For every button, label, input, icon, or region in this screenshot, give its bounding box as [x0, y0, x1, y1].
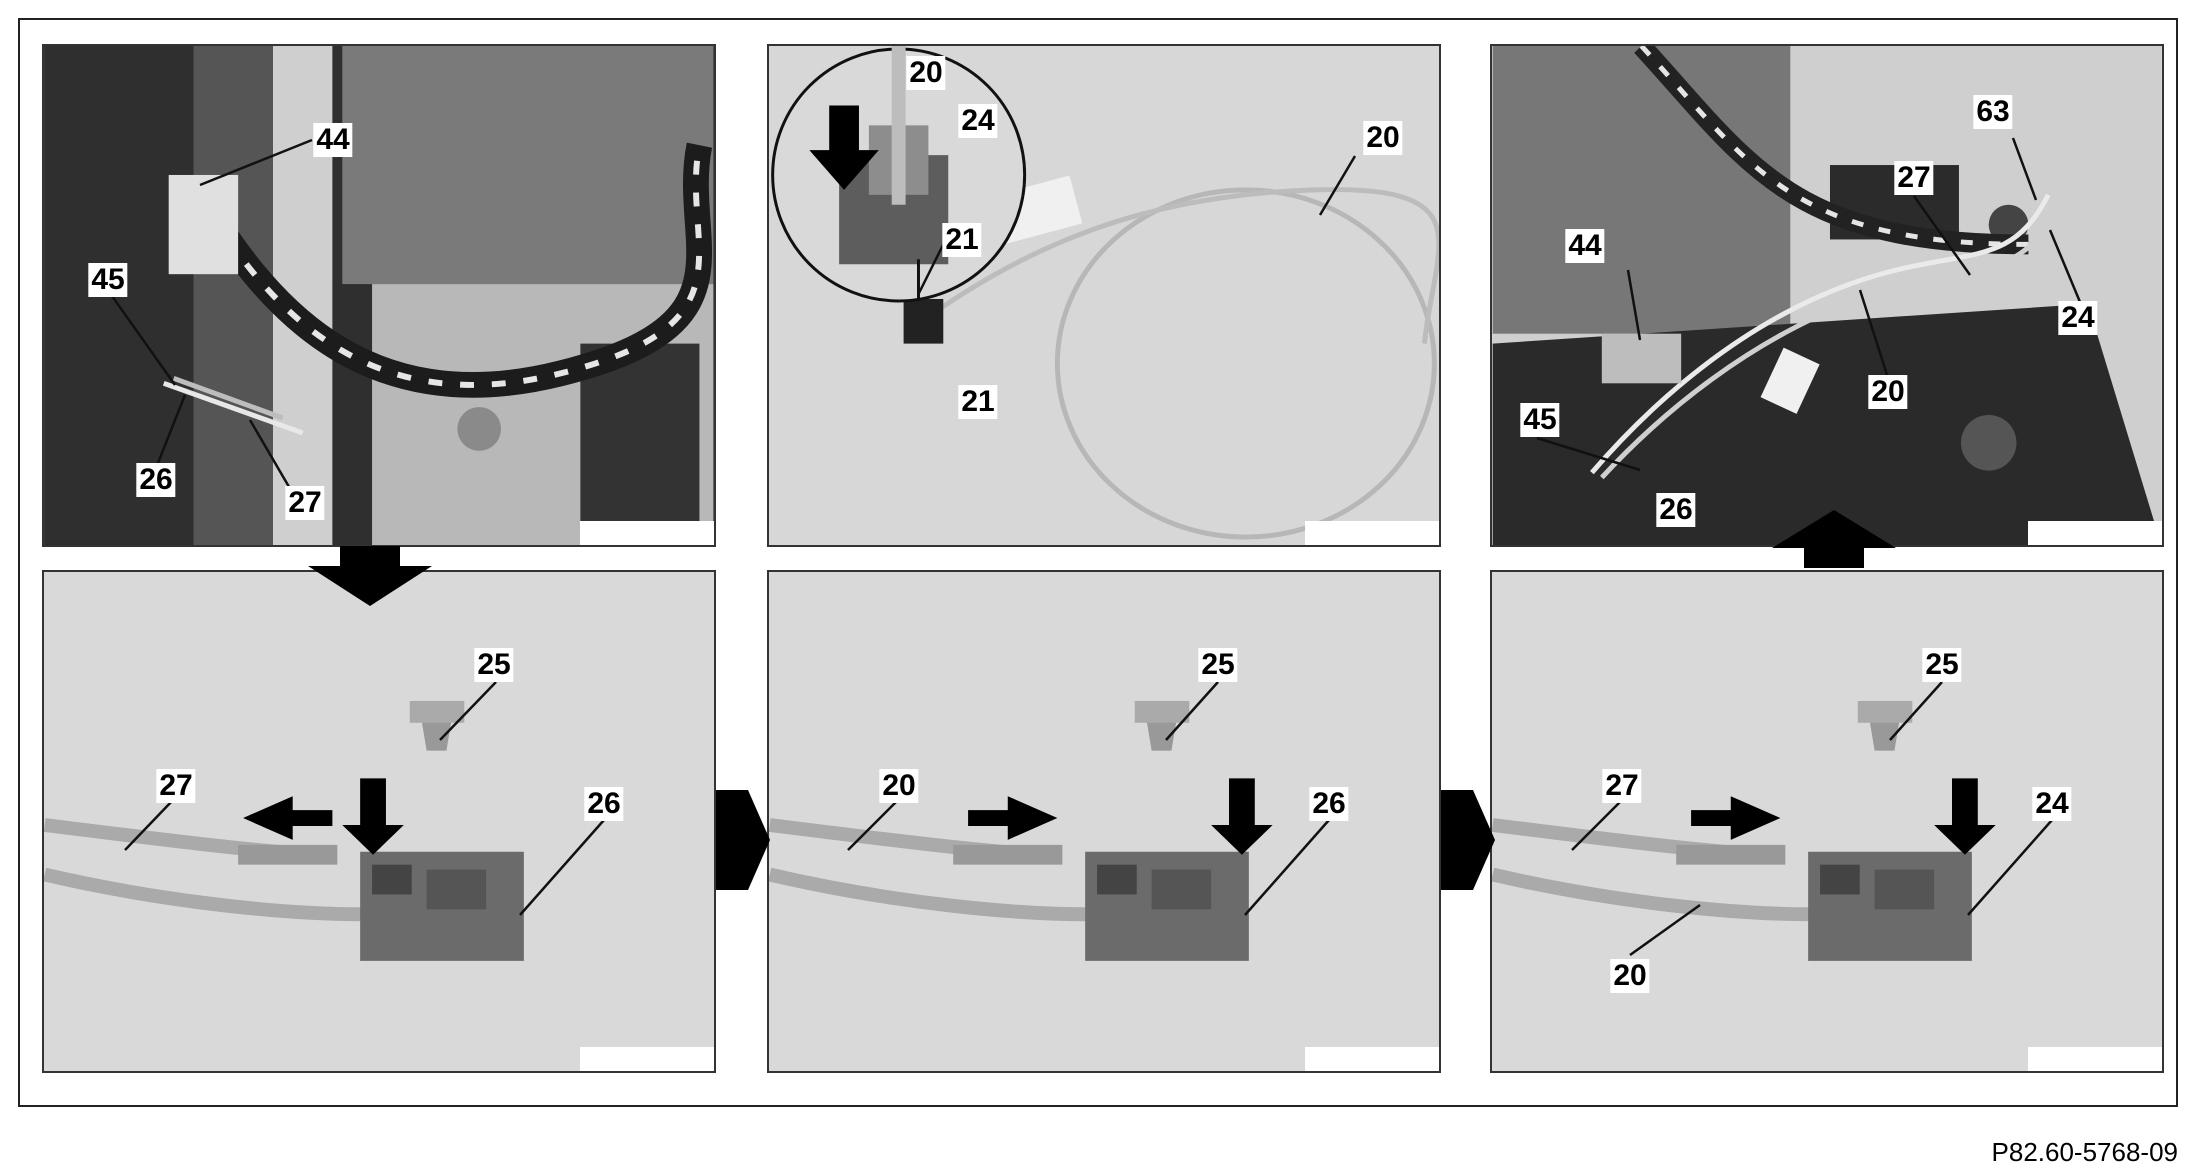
callout-63-p3: 63 — [1973, 95, 2013, 129]
callout-27-p1: 27 — [285, 486, 325, 520]
callout-20-p6: 20 — [1610, 959, 1650, 993]
caption-blank — [2028, 1047, 2162, 1071]
callout-25-p4: 25 — [474, 648, 514, 682]
photo-harness-trunk-right — [1492, 46, 2162, 545]
callout-25-p5: 25 — [1198, 648, 1238, 682]
callout-45-p3: 45 — [1520, 403, 1560, 437]
callout-20-p2: 20 — [906, 56, 946, 90]
callout-26-p5: 26 — [1309, 787, 1349, 821]
callout-21-p2-inset: 21 — [942, 223, 982, 257]
callout-45-p1: 45 — [88, 263, 128, 297]
caption-blank — [580, 521, 714, 545]
callout-44-p3: 44 — [1565, 229, 1605, 263]
callout-44-p1: 44 — [313, 123, 353, 157]
callout-25-p6: 25 — [1922, 648, 1962, 682]
callout-24-p2: 24 — [958, 104, 998, 138]
callout-26-p3: 26 — [1656, 493, 1696, 527]
callout-27-p4: 27 — [156, 769, 196, 803]
callout-24-p6: 24 — [2032, 787, 2072, 821]
caption-blank — [580, 1047, 714, 1071]
panel-photo-3 — [1490, 44, 2164, 547]
callout-26-p4: 26 — [584, 787, 624, 821]
illustration-connector-release-27 — [44, 700, 524, 961]
callout-26-p1: 26 — [136, 463, 176, 497]
caption-blank — [2028, 521, 2162, 545]
panel-illustration-6 — [1490, 570, 2164, 1073]
callout-20-p2-coil: 20 — [1363, 121, 1403, 155]
callout-21-p2: 21 — [958, 385, 998, 419]
callout-20-p5: 20 — [879, 769, 919, 803]
figure-reference-id: P82.60-5768-09 — [1991, 1137, 2178, 1167]
callout-27-p3: 27 — [1894, 161, 1934, 195]
caption-blank — [1305, 521, 1439, 545]
caption-blank — [1305, 1047, 1439, 1071]
callout-24-p3: 24 — [2058, 301, 2098, 335]
photo-fiber-cable-coil — [769, 46, 1439, 545]
callout-20-p3: 20 — [1868, 375, 1908, 409]
photo-harness-trunk-left — [44, 46, 714, 545]
illustration-connector-insert-27-20 — [1492, 700, 1996, 961]
panel-photo-2 — [767, 44, 1441, 547]
panel-illustration-5 — [767, 570, 1441, 1073]
callout-27-p6: 27 — [1602, 769, 1642, 803]
panel-illustration-4 — [42, 570, 716, 1073]
illustration-connector-insert-20 — [769, 700, 1273, 961]
